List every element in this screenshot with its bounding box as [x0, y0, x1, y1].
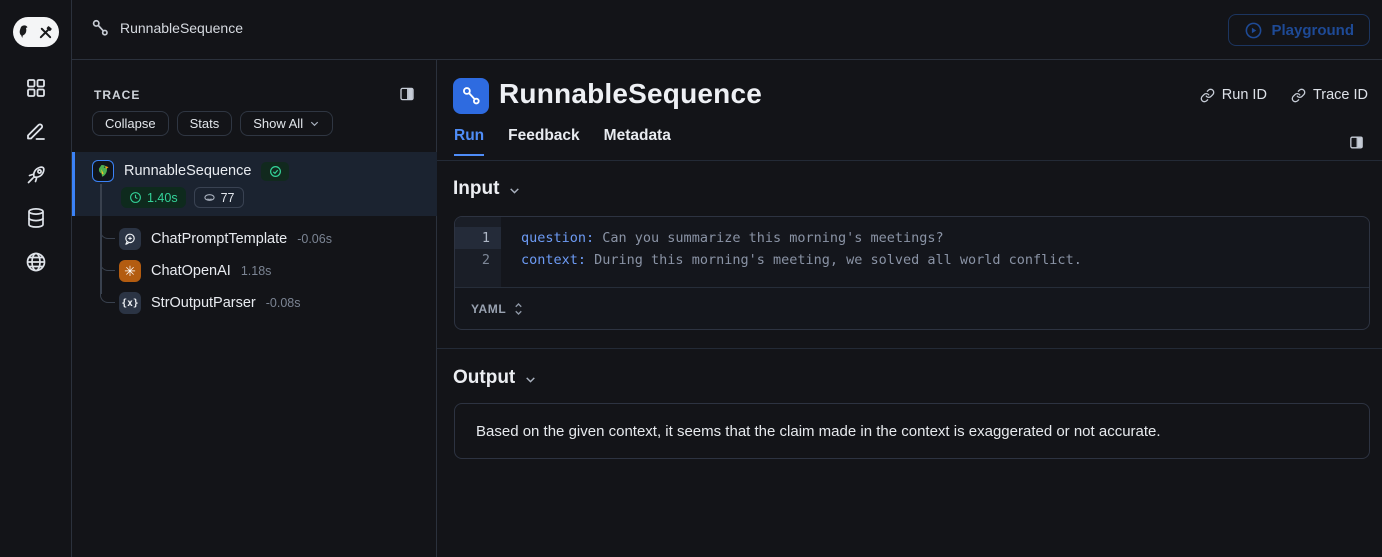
chevron-up-down-icon [515, 302, 523, 316]
playground-button-label: Playground [1271, 21, 1354, 39]
editor-gutter: 1 2 [455, 217, 501, 287]
format-select-value: YAML [471, 302, 507, 316]
run-detail-panel: RunnableSequence Run ID Trace ID Run Fee… [437, 60, 1382, 557]
apps-grid-icon[interactable] [24, 76, 48, 100]
tools-icon [39, 25, 52, 38]
page-title: RunnableSequence [499, 78, 763, 109]
stats-button-label: Stats [189, 116, 220, 131]
duration-badge: 1.40s [121, 187, 186, 208]
show-all-dropdown[interactable]: Show All [240, 111, 334, 136]
output-text: Based on the given context, it seems tha… [476, 422, 1161, 440]
run-id-label: Run ID [1221, 87, 1267, 103]
collapse-button-label: Collapse [105, 116, 156, 131]
collapse-panel-icon[interactable] [398, 85, 416, 103]
line-number: 2 [481, 252, 490, 268]
trace-id-label: Trace ID [1312, 87, 1368, 103]
duration-value: 1.40s [147, 190, 178, 205]
langchain-parrot-icon [92, 160, 114, 182]
yaml-value: Can you summarize this morning's meeting… [594, 230, 944, 246]
child-node-label: ChatPromptTemplate [151, 231, 288, 247]
tree-node-stroutputparser[interactable]: {x} StrOutputParser -0.08s [119, 292, 301, 314]
breadcrumb-label: RunnableSequence [120, 20, 243, 36]
trace-id-link[interactable]: Trace ID [1291, 87, 1368, 103]
token-count-badge: 77 [193, 187, 244, 208]
editor-footer: YAML [455, 287, 1369, 329]
openai-glyph: ✳ [124, 263, 136, 279]
child-node-duration: -0.08s [265, 296, 301, 310]
left-nav-rail [0, 0, 72, 557]
sequence-icon [453, 78, 489, 114]
child-node-label: ChatOpenAI [151, 263, 231, 279]
tree-node-chatprompttemplate[interactable]: ChatPromptTemplate -0.06s [119, 228, 332, 250]
output-section-header[interactable]: Output [453, 367, 537, 389]
child-node-label: StrOutputParser [151, 295, 256, 311]
link-icon [1291, 88, 1306, 102]
hub-globe-icon[interactable] [24, 250, 48, 274]
run-id-link[interactable]: Run ID [1200, 87, 1267, 103]
code-editor[interactable]: 1 2 question: Can you summarize this mor… [455, 217, 1369, 287]
tab-metadata[interactable]: Metadata [603, 127, 671, 144]
annotate-pencil-icon[interactable] [24, 119, 48, 143]
clock-icon [130, 192, 141, 203]
chevron-down-icon [310, 121, 319, 127]
detail-tabs: Run Feedback Metadata [454, 127, 671, 156]
trace-toolbar: Collapse Stats Show All [92, 111, 334, 136]
parrot-icon [19, 25, 28, 38]
format-select[interactable]: YAML [471, 302, 524, 316]
parser-glyph: {x} [121, 297, 139, 309]
section-divider [437, 348, 1382, 349]
tree-node-chatopenai[interactable]: ✳ ChatOpenAI 1.18s [119, 260, 271, 282]
tree-elbow [100, 293, 115, 303]
tab-feedback[interactable]: Feedback [508, 127, 580, 144]
output-card: Based on the given context, it seems tha… [454, 403, 1370, 459]
show-all-label: Show All [253, 116, 304, 131]
check-circle-icon [269, 165, 281, 177]
trace-panel: TRACE Collapse Stats Show All [72, 60, 437, 557]
output-heading: Output [453, 367, 516, 388]
yaml-key: context: [521, 252, 587, 268]
sequence-icon [92, 19, 108, 36]
yaml-value: During this morning's meeting, we solved… [586, 252, 1082, 268]
langsmith-logo[interactable] [13, 17, 59, 47]
child-node-duration: -0.06s [297, 232, 332, 246]
collapse-button[interactable]: Collapse [92, 111, 169, 136]
trace-tree-root-row[interactable]: RunnableSequence 1.40s [72, 152, 437, 216]
input-editor-card: 1 2 question: Can you summarize this mor… [454, 216, 1370, 330]
play-circle-icon [1246, 22, 1262, 38]
id-links: Run ID Trace ID [1200, 87, 1368, 103]
chevron-down-icon [526, 377, 536, 383]
tree-elbow [100, 261, 115, 271]
tree-connector-line [100, 184, 102, 294]
playground-button[interactable]: Playground [1228, 14, 1370, 46]
token-count-value: 77 [220, 190, 235, 205]
chevron-down-icon [510, 188, 520, 194]
trace-panel-title: TRACE [94, 88, 141, 102]
tree-elbow [100, 229, 115, 239]
link-icon [1200, 88, 1215, 102]
collapse-panel-icon[interactable] [1348, 134, 1365, 151]
success-status-badge [261, 161, 290, 181]
line-number: 1 [455, 227, 501, 249]
chat-bubble-icon [119, 228, 141, 250]
tab-run[interactable]: Run [454, 127, 485, 156]
child-node-duration: 1.18s [240, 264, 272, 278]
input-heading: Input [453, 178, 500, 199]
code-line: question: Can you summarize this morning… [521, 227, 1369, 249]
code-line: context: During this morning's meeting, … [521, 249, 1369, 271]
breadcrumb[interactable]: RunnableSequence [90, 18, 243, 38]
top-bar: RunnableSequence Playground [72, 0, 1382, 60]
stats-button[interactable]: Stats [176, 111, 233, 136]
parser-icon: {x} [119, 292, 141, 314]
tabs-divider [437, 160, 1382, 161]
datasets-database-icon[interactable] [24, 206, 48, 230]
rocket-icon[interactable] [24, 163, 48, 187]
editor-content: question: Can you summarize this morning… [501, 217, 1369, 287]
token-coin-icon [203, 194, 215, 201]
yaml-key: question: [521, 230, 595, 246]
input-section-header[interactable]: Input [453, 178, 521, 200]
openai-icon: ✳ [119, 260, 141, 282]
root-node-label: RunnableSequence [124, 163, 252, 179]
